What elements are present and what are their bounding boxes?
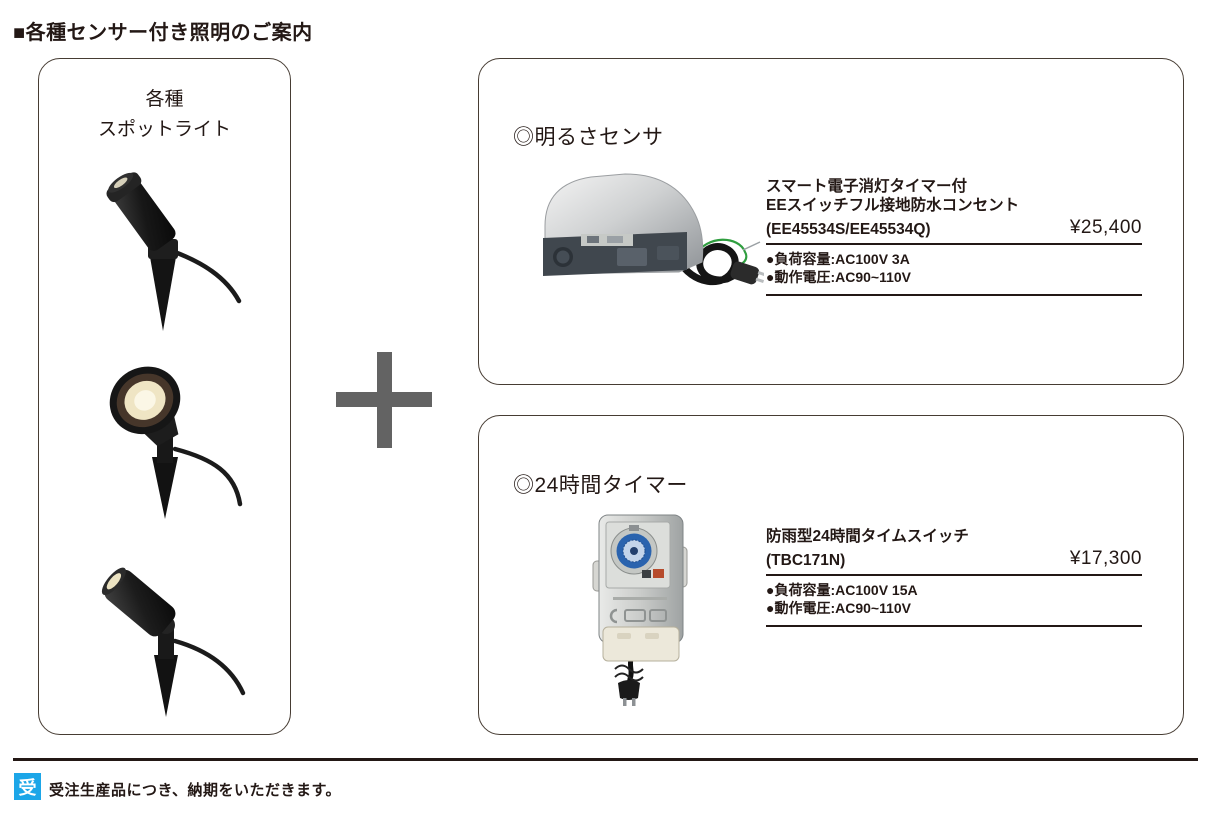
model-price-row: (EE45534S/EE45534Q) ¥25,400 [766, 215, 1142, 245]
product-name-line: EEスイッチフル接地防水コンセント [766, 197, 1020, 214]
spotlights-heading-line2: スポットライト [97, 119, 231, 140]
spec-line: ●動作電圧:AC90~110V [766, 600, 912, 616]
plus-icon [377, 352, 392, 448]
brightness-sensor-heading: ◎明るさセンサ [513, 126, 664, 149]
product-name-line: 防雨型24時間タイムスイッチ [766, 528, 969, 545]
model-price-row: (TBC171N) ¥17,300 [766, 546, 1142, 576]
product-specs: ●負荷容量:AC100V 3A ●動作電圧:AC90~110V [766, 245, 1142, 296]
product-price: ¥25,400 [1069, 217, 1142, 238]
spotlight-flood-image-2 [109, 366, 243, 519]
spec-line: ●動作電圧:AC90~110V [766, 269, 912, 285]
brightness-sensor-panel: ◎明るさセンサ [478, 58, 1184, 385]
ee-switch-product-image [543, 173, 764, 286]
footer-divider [13, 758, 1198, 761]
timer-product-info: 防雨型24時間タイムスイッチ (TBC171N) ¥17,300 ●負荷容量:A… [766, 527, 1142, 627]
page-title: ■各種センサー付き照明のご案内 [13, 22, 313, 44]
brightness-product-info: スマート電子消灯タイマー付 EEスイッチフル接地防水コンセント (EE45534… [766, 177, 1142, 296]
product-price: ¥17,300 [1069, 548, 1142, 569]
timer-panel: ◎24時間タイマー [478, 415, 1184, 735]
spotlight-spike-image-1 [106, 172, 242, 331]
footer-note: 受注生産品につき、納期をいただきます。 [49, 782, 341, 799]
spotlights-heading-line1: 各種 [145, 89, 184, 110]
spotlight-spike-image-3 [101, 567, 246, 717]
product-model: (TBC171N) [766, 552, 846, 569]
spec-line: ●負荷容量:AC100V 3A [766, 251, 910, 267]
spec-line: ●負荷容量:AC100V 15A [766, 582, 918, 598]
product-specs: ●負荷容量:AC100V 15A ●動作電圧:AC90~110V [766, 576, 1142, 627]
product-name-line: スマート電子消灯タイマー付 [766, 178, 968, 195]
timer-heading: ◎24時間タイマー [513, 474, 688, 497]
spotlights-panel-heading: 各種 スポットライト [39, 85, 290, 145]
spotlights-panel: 各種 スポットライト [38, 58, 291, 735]
made-to-order-badge: 受 [14, 773, 41, 800]
product-model: (EE45534S/EE45534Q) [766, 221, 931, 238]
timer-switch-product-image [592, 514, 688, 706]
